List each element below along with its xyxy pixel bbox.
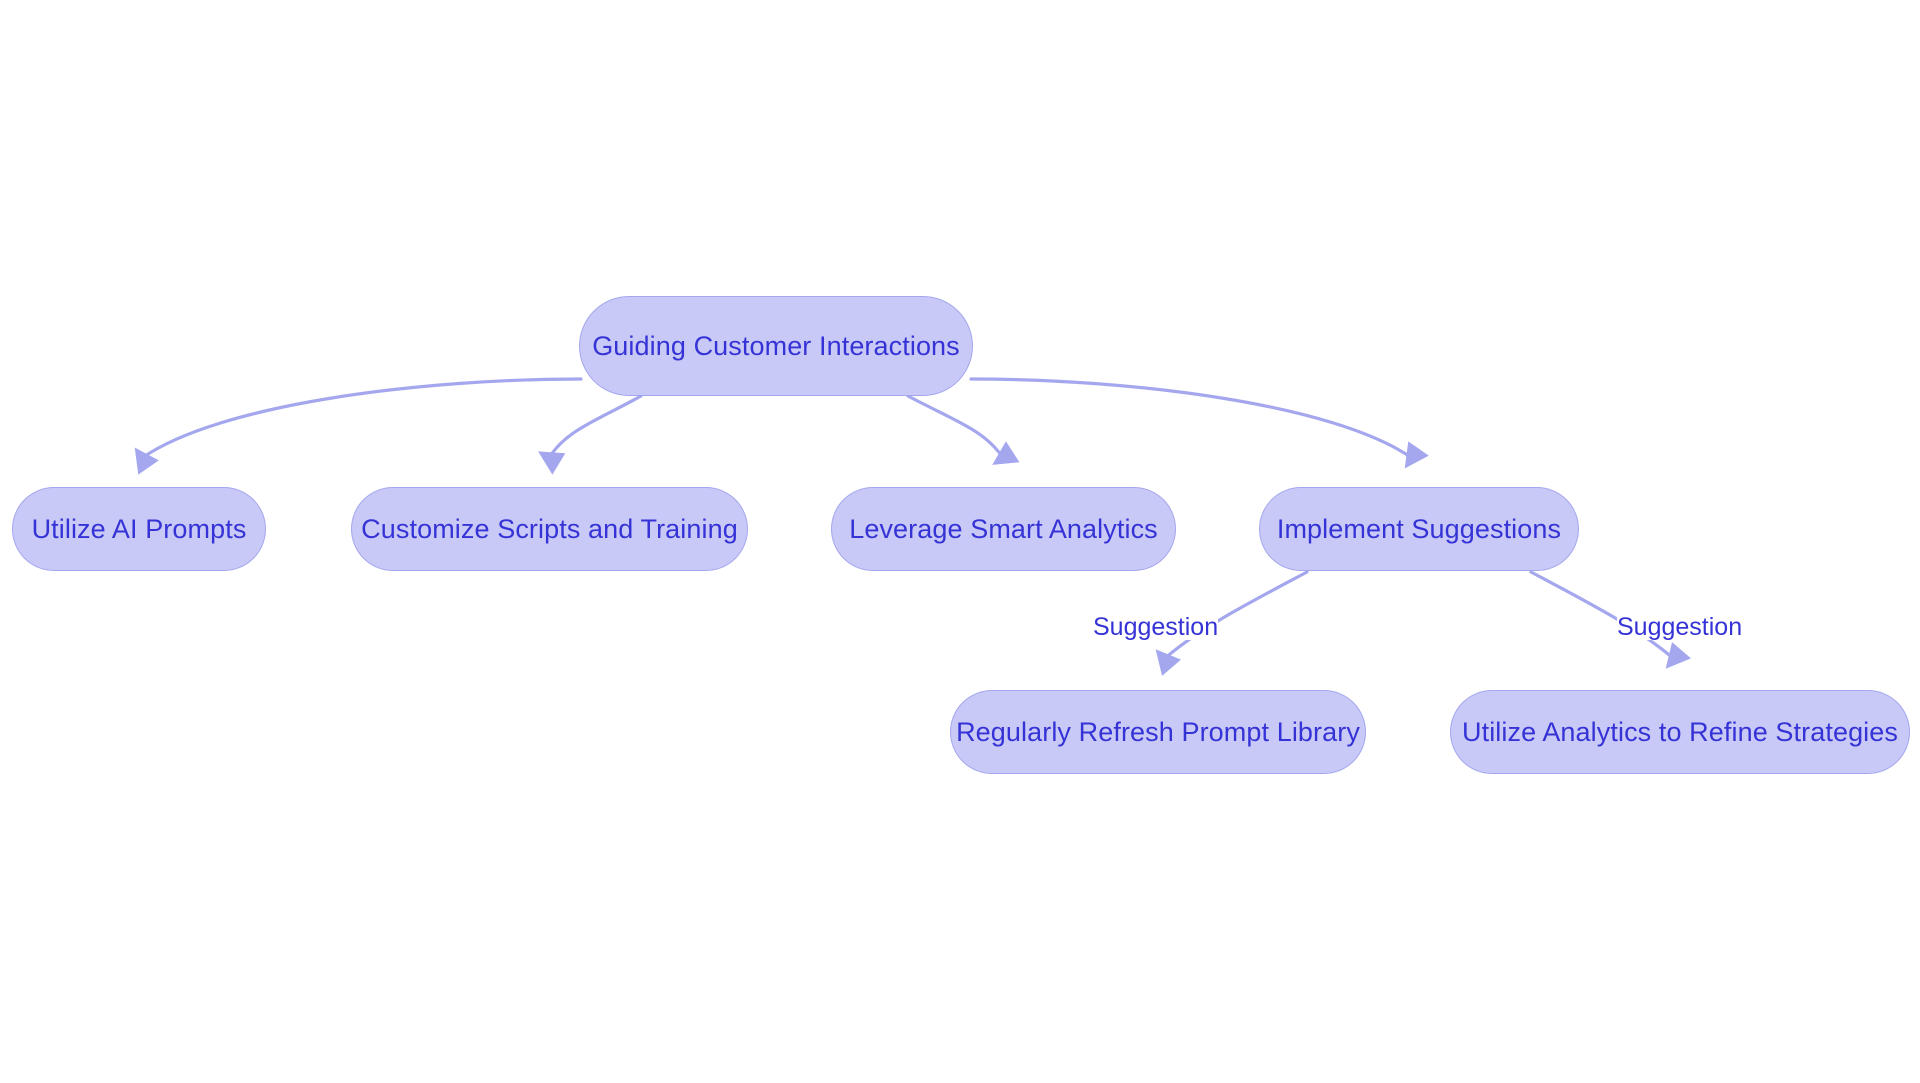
node-guiding-customer-interactions[interactable]: Guiding Customer Interactions [579,296,973,396]
node-leverage-smart-analytics[interactable]: Leverage Smart Analytics [831,487,1176,571]
edge-label-suggestion-left: Suggestion [1093,613,1219,641]
node-label: Utilize AI Prompts [31,513,247,544]
node-label: Utilize Analytics to Refine Strategies [1462,716,1898,747]
node-label: Guiding Customer Interactions [592,330,960,361]
node-label: Customize Scripts and Training [361,513,738,544]
node-implement-suggestions[interactable]: Implement Suggestions [1259,487,1579,571]
node-label: Implement Suggestions [1276,513,1562,544]
node-utilize-ai-prompts[interactable]: Utilize AI Prompts [12,487,266,571]
node-label: Leverage Smart Analytics [849,513,1158,544]
node-utilize-analytics-to-refine-strategies[interactable]: Utilize Analytics to Refine Strategies [1450,690,1910,774]
node-label: Regularly Refresh Prompt Library [956,716,1360,747]
edge-root-to-leverage-analytics [906,394,1020,465]
edge-root-to-implement-suggestions [969,377,1429,469]
edge-root-to-utilize-ai-prompts [134,377,583,475]
edge-label-suggestion-right: Suggestion [1617,613,1743,641]
node-regularly-refresh-prompt-library[interactable]: Regularly Refresh Prompt Library [950,690,1366,774]
edge-root-to-customize-scripts [538,394,643,475]
node-customize-scripts-and-training[interactable]: Customize Scripts and Training [351,487,748,571]
